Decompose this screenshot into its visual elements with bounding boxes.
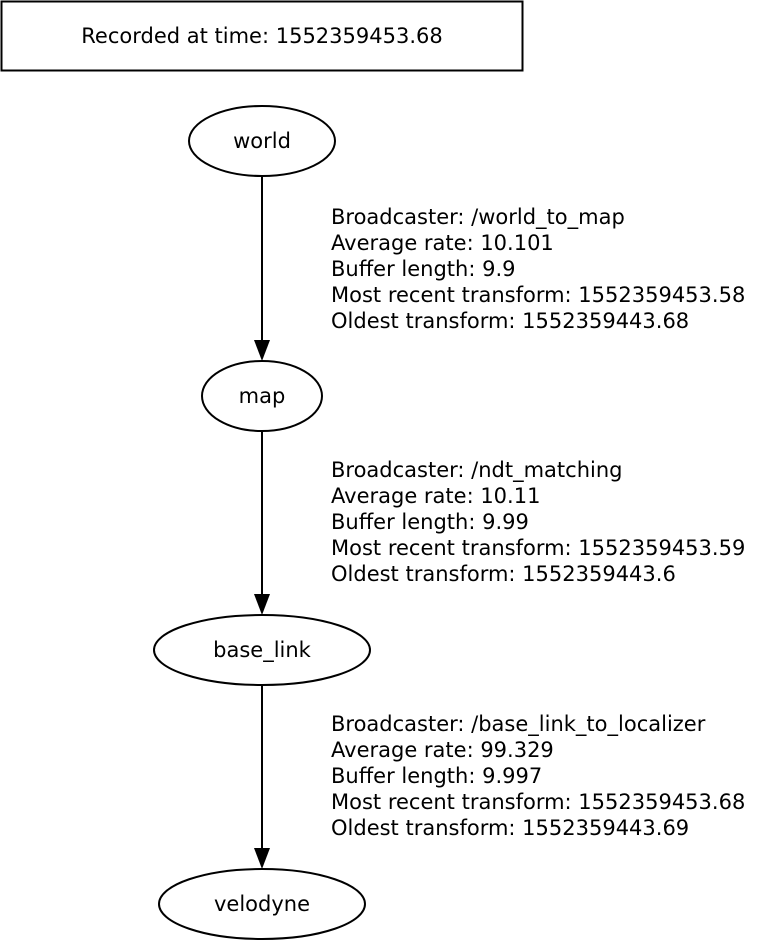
- buffer-length-text: Buffer length: 9.997: [331, 764, 542, 788]
- most-recent-transform-text: Most recent transform: 1552359453.59: [331, 536, 745, 560]
- edge-label-map-base-link: Broadcaster: /ndt_matching Average rate:…: [331, 458, 745, 586]
- node-label: base_link: [213, 638, 312, 663]
- oldest-transform-text: Oldest transform: 1552359443.68: [331, 309, 689, 333]
- recorded-time-label: Recorded at time: 1552359453.68: [81, 24, 442, 48]
- node-ellipse: [158, 868, 366, 940]
- edge-map-base-link: Broadcaster: /ndt_matching Average rate:…: [254, 431, 745, 615]
- oldest-transform-text: Oldest transform: 1552359443.6: [331, 562, 676, 586]
- arrowhead-icon: [254, 340, 270, 361]
- average-rate-text: Average rate: 10.101: [331, 231, 554, 255]
- average-rate-text: Average rate: 10.11: [331, 484, 540, 508]
- edge-label-world-map: Broadcaster: /world_to_map Average rate:…: [331, 205, 745, 333]
- node-label: map: [239, 384, 286, 408]
- node-label: world: [233, 129, 291, 153]
- recorded-time-box: Recorded at time: 1552359453.68: [0, 0, 524, 72]
- arrowhead-icon: [254, 594, 270, 615]
- buffer-length-text: Buffer length: 9.9: [331, 257, 516, 281]
- edge-world-map: Broadcaster: /world_to_map Average rate:…: [254, 177, 745, 361]
- arrowhead-icon: [254, 848, 270, 869]
- buffer-length-text: Buffer length: 9.99: [331, 510, 529, 534]
- node-map[interactable]: map: [201, 360, 323, 432]
- node-base-link[interactable]: base_link: [153, 614, 371, 686]
- broadcaster-text: Broadcaster: /world_to_map: [331, 205, 625, 230]
- node-ellipse: [188, 105, 336, 177]
- oldest-transform-text: Oldest transform: 1552359443.69: [331, 816, 689, 840]
- node-world[interactable]: world: [188, 105, 336, 177]
- edge-label-base-link-velodyne: Broadcaster: /base_link_to_localizer Ave…: [331, 712, 745, 840]
- average-rate-text: Average rate: 99.329: [331, 738, 554, 762]
- broadcaster-text: Broadcaster: /ndt_matching: [331, 458, 623, 483]
- edge-base-link-velodyne: Broadcaster: /base_link_to_localizer Ave…: [254, 685, 745, 869]
- most-recent-transform-text: Most recent transform: 1552359453.58: [331, 283, 745, 307]
- node-ellipse: [201, 360, 323, 432]
- broadcaster-text: Broadcaster: /base_link_to_localizer: [331, 712, 706, 737]
- node-ellipse: [153, 614, 371, 686]
- most-recent-transform-text: Most recent transform: 1552359453.68: [331, 790, 745, 814]
- node-label: velodyne: [214, 892, 310, 916]
- node-velodyne[interactable]: velodyne: [158, 868, 366, 940]
